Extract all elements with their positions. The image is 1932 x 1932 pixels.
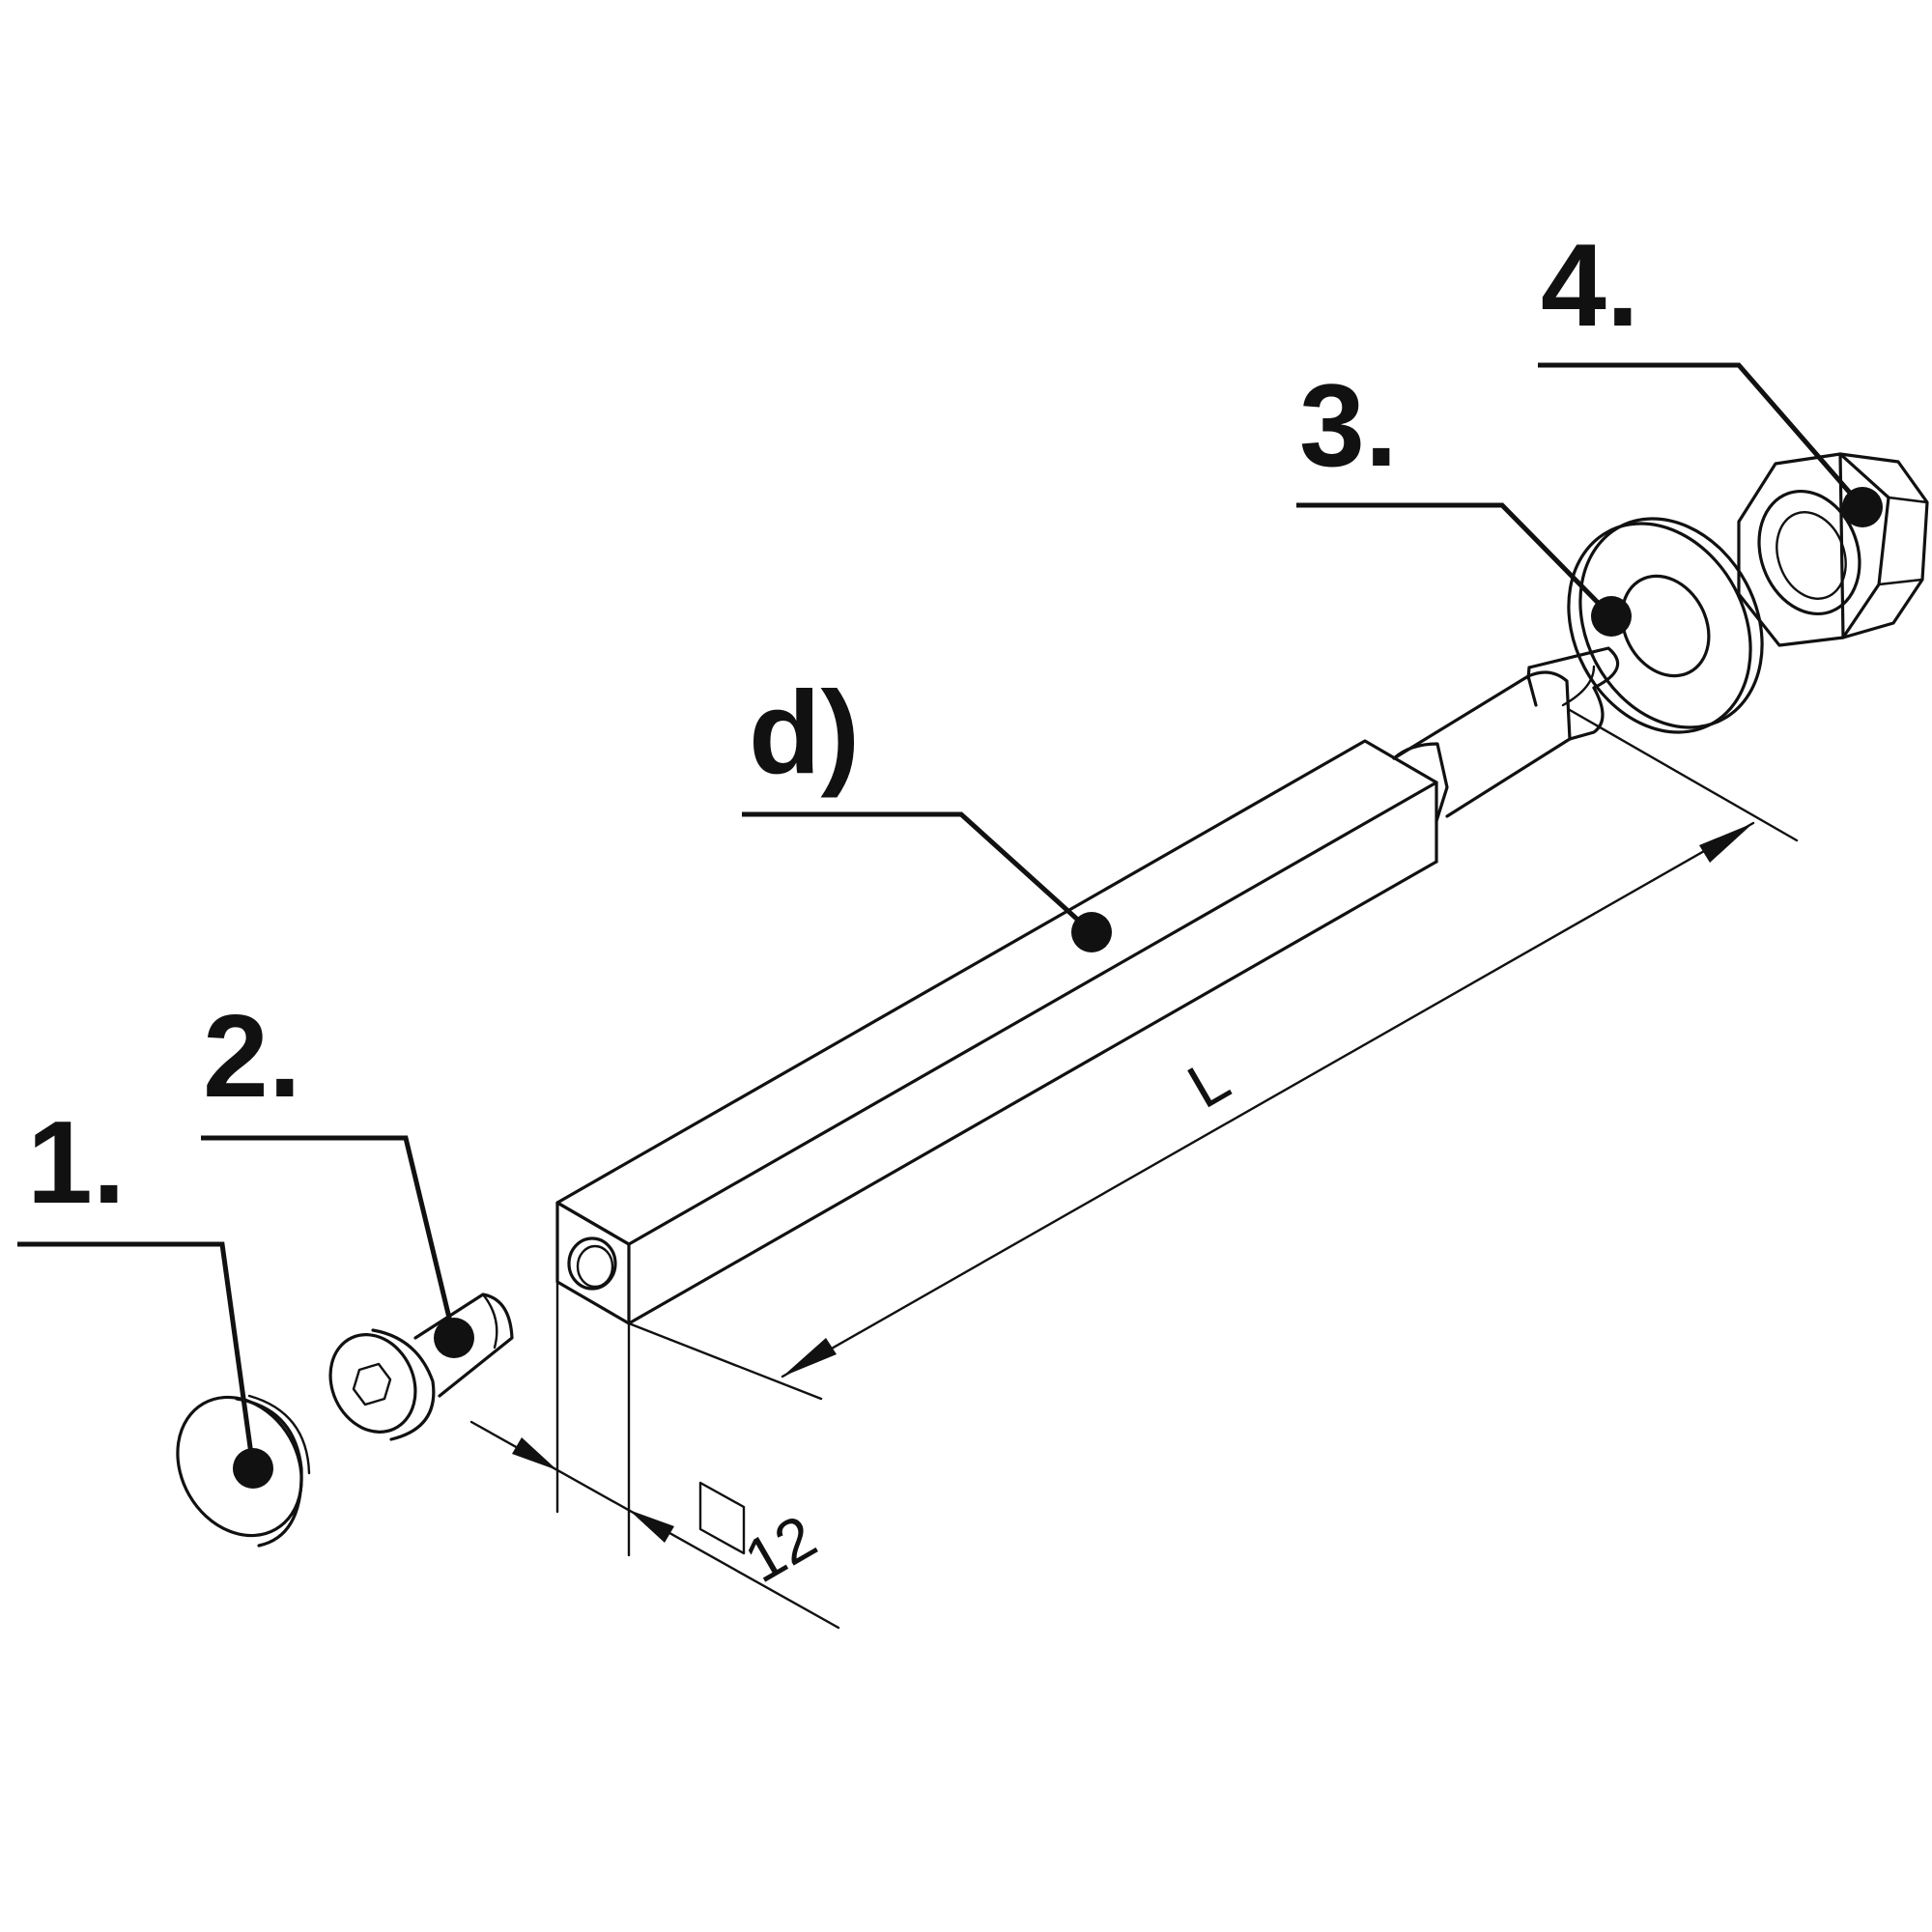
callout-2: 2. bbox=[201, 990, 474, 1358]
hex-socket-icon bbox=[352, 1362, 392, 1406]
part-4-nut bbox=[1737, 452, 1929, 647]
callout-1: 1. bbox=[17, 1096, 273, 1489]
part-1-cap bbox=[176, 1394, 311, 1548]
callout-3: 3. bbox=[1296, 359, 1632, 637]
part-3-washer bbox=[1567, 517, 1764, 734]
callout-d: d) bbox=[742, 667, 1112, 952]
callout-label-2: 2. bbox=[203, 990, 301, 1122]
threaded-stud bbox=[1392, 646, 1620, 823]
callout-label-3: 3. bbox=[1299, 359, 1398, 491]
callout-4: 4. bbox=[1538, 219, 1883, 527]
square-symbol-icon bbox=[698, 1481, 746, 1555]
callout-label-4: 4. bbox=[1541, 219, 1639, 351]
square-size-label: 12 bbox=[733, 1501, 828, 1596]
callout-label-1: 1. bbox=[27, 1096, 126, 1228]
callout-label-d: d) bbox=[749, 667, 860, 798]
length-label: L bbox=[1177, 1044, 1241, 1122]
part-2-screw bbox=[328, 1293, 514, 1441]
square-bar bbox=[555, 739, 1438, 1325]
